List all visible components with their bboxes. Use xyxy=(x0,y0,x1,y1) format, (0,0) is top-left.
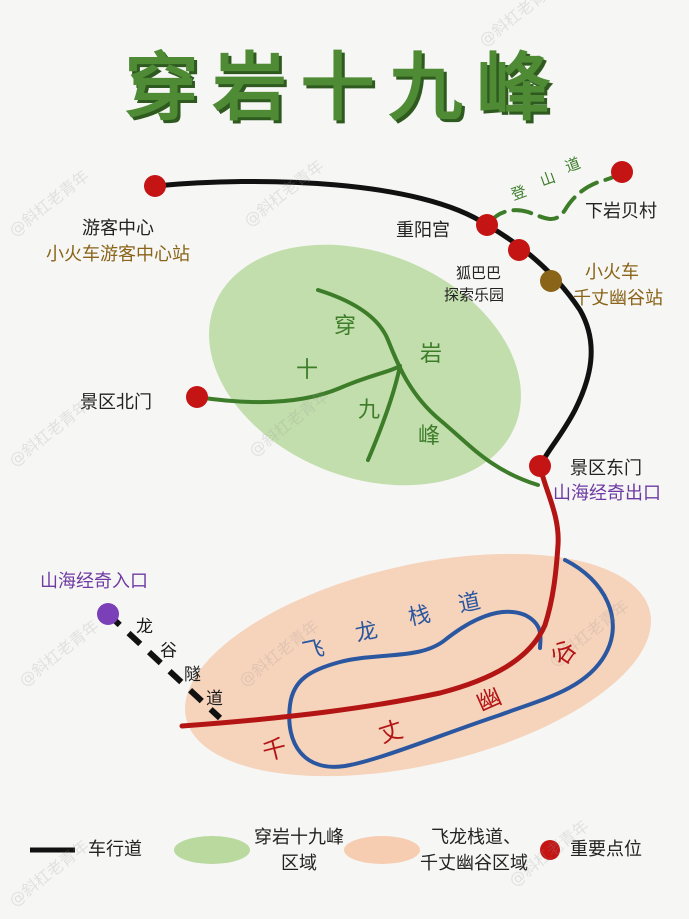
point-visitor-center[interactable] xyxy=(144,175,166,197)
longgu-char: 谷 xyxy=(160,641,177,661)
legend-points-label: 重要点位 xyxy=(570,839,642,860)
legend-green-label-1: 穿岩十九峰 xyxy=(254,827,344,848)
point-chongyang[interactable] xyxy=(476,214,498,236)
point-east-gate[interactable] xyxy=(529,455,551,477)
page-title: 穿岩十九峰 xyxy=(124,45,565,131)
point-shanhai-entry[interactable] xyxy=(97,603,119,625)
zone-char-jiu: 九 xyxy=(358,398,381,423)
visitor-center-label: 游客中心 xyxy=(82,218,154,239)
legend-orange-mark xyxy=(344,836,420,864)
green-trail-main xyxy=(316,288,540,487)
shanhai-entry-label: 山海经奇入口 xyxy=(40,571,148,592)
feilong-route xyxy=(287,558,615,769)
zone-char-shi: 十 xyxy=(296,358,319,383)
green-trail-north xyxy=(195,364,402,405)
feilong-zone xyxy=(185,553,651,777)
chuanyan-zone xyxy=(209,244,521,486)
east-gate-label: 景区东门 xyxy=(570,458,642,479)
train-station-label-1: 小火车 xyxy=(585,262,639,283)
legend-road-label: 车行道 xyxy=(88,839,142,860)
mountain-path-line xyxy=(488,170,624,224)
legend-orange-label-2: 千丈幽谷区域 xyxy=(420,853,528,874)
qianzhang-route xyxy=(179,463,561,729)
point-north-gate[interactable] xyxy=(186,386,208,408)
legend-point-mark xyxy=(540,840,560,860)
train-station-label-2: 千丈幽谷站 xyxy=(573,288,663,309)
huba-label-1: 狐巴巴 xyxy=(456,264,502,282)
visitor-center-sub-label: 小火车游客中心站 xyxy=(46,244,190,265)
point-train-station[interactable] xyxy=(540,270,562,292)
legend-orange-label-1: 飞龙栈道、 xyxy=(431,827,521,848)
legend-green-label-2: 区域 xyxy=(281,853,317,874)
chongyang-label: 重阳宫 xyxy=(396,220,450,241)
huba-label-2: 探索乐园 xyxy=(444,286,505,304)
zone-char-feng: 峰 xyxy=(418,424,441,449)
point-xiayan[interactable] xyxy=(611,161,633,183)
east-gate-sub-label: 山海经奇出口 xyxy=(553,483,661,504)
longgu-char: 龙 xyxy=(136,617,153,637)
legend-green-mark xyxy=(174,836,250,864)
xiayan-label: 下岩贝村 xyxy=(585,201,657,222)
zone-char-chuan: 穿 xyxy=(334,314,357,339)
longgu-char: 隧 xyxy=(184,665,201,685)
green-trail-south xyxy=(366,364,402,462)
longgu-char: 道 xyxy=(206,689,223,709)
point-huba[interactable] xyxy=(508,239,530,261)
north-gate-label: 景区北门 xyxy=(80,392,152,413)
longgu-tunnel xyxy=(105,611,223,721)
zone-char-yan: 岩 xyxy=(420,342,443,367)
